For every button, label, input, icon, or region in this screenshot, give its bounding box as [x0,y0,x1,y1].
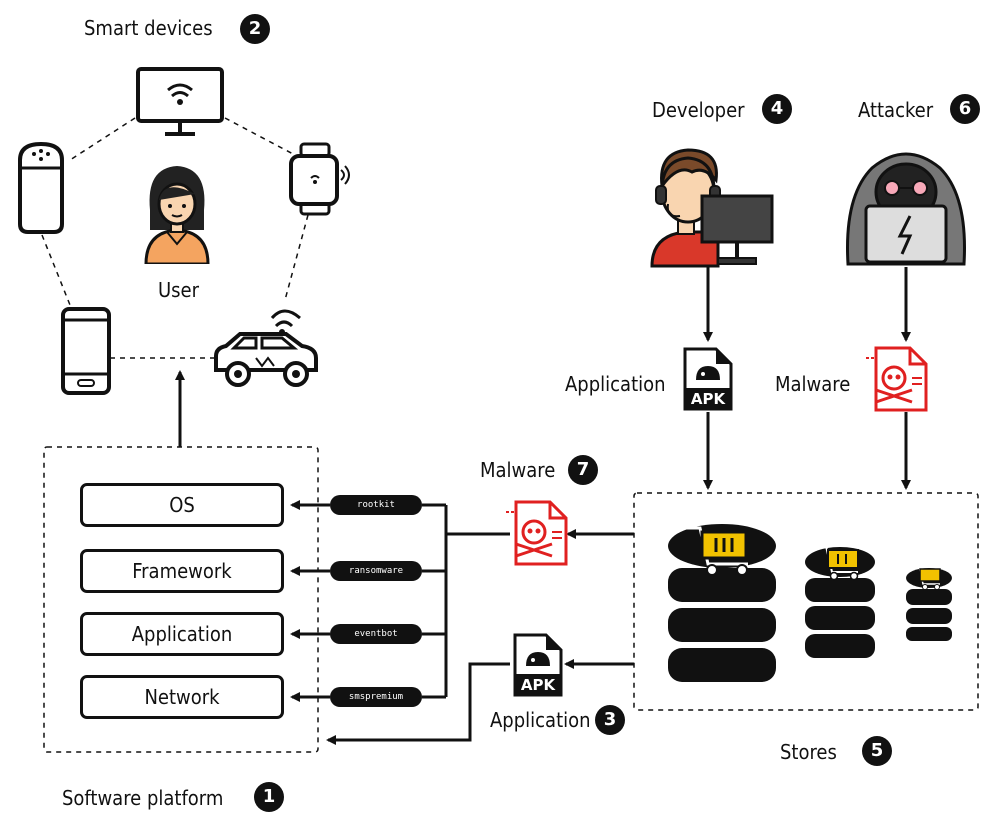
smart-devices-number: 2 [240,14,270,44]
application-bottom-number: 3 [595,705,625,735]
layer-application: Application [80,612,284,656]
store-database-icon-small [906,565,952,641]
layer-network: Network [80,675,284,719]
malware-mid-number: 7 [568,455,598,485]
device-network-lines [41,117,309,359]
apk-file-icon-bottom: APK [513,633,563,697]
attacker-icon [846,152,966,266]
smart-speaker-icon [18,141,64,234]
tv-wifi-icon [136,67,224,136]
shopping-cart-icon-medium [816,545,859,581]
malware-pill-smspremium: smspremium [330,687,422,707]
attacker-number: 6 [950,94,980,124]
connected-car-icon [214,309,318,387]
malware-mid-label: Malware [480,458,556,482]
store-database-icon-medium [805,545,875,658]
malware-pill-ransomware: ransomware [330,561,422,581]
layer-os: OS [80,483,284,527]
malware-file-icon-mid [506,500,568,566]
developer-number: 4 [762,94,792,124]
malware-top-label: Malware [775,372,851,396]
developer-label: Developer [652,98,745,122]
stores-label: Stores [780,740,837,764]
svg-text:APK: APK [521,676,557,694]
store-database-icon [668,524,776,682]
shopping-cart-icon [686,526,748,576]
smartwatch-icon [289,142,350,216]
stores-number: 5 [862,736,892,766]
attacker-label: Attacker [858,98,934,122]
developer-icon [650,148,774,268]
malware-pill-rootkit: rootkit [330,495,422,515]
smartphone-icon [61,307,111,395]
apk-file-icon: APK [683,347,733,411]
user-label: User [158,278,200,302]
apk-badge-text: APK [691,390,727,408]
user-icon [144,166,210,264]
software-platform-number: 1 [254,782,284,812]
smart-devices-label: Smart devices [84,16,213,40]
malware-pill-eventbot: eventbot [330,624,422,644]
application-top-label: Application [565,372,666,396]
shopping-cart-icon-small [912,565,941,590]
malware-file-icon [866,346,928,412]
application-bottom-label: Application [490,708,591,732]
software-platform-label: Software platform [62,786,224,810]
layer-framework: Framework [80,549,284,593]
